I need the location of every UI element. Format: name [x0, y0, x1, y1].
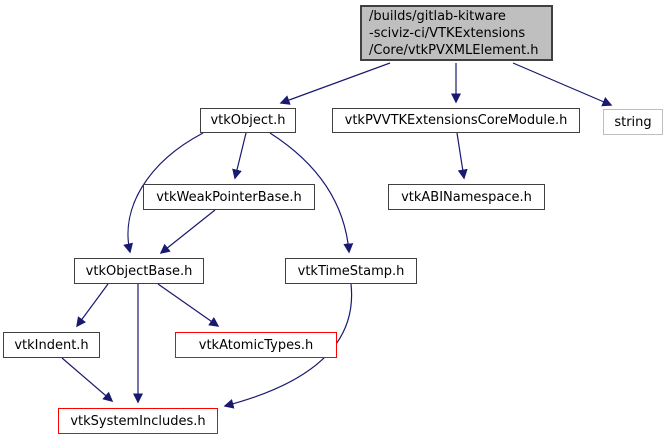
node-label: vtkTimeStamp.h: [297, 263, 405, 279]
node-vtktimestamp-h[interactable]: vtkTimeStamp.h: [285, 258, 417, 284]
edge-vtkweakpointerbase-vtkobjectbase: [159, 209, 216, 254]
edge-vtkobject-vtktimestamp: [269, 132, 354, 254]
edge-vtkindent-vtksystemincludes: [61, 357, 114, 402]
edge-vtkobjectbase-vtkatomictypes: [157, 283, 220, 327]
root-label-line1: /builds/gitlab-kitware: [369, 8, 506, 24]
edge-root-string: [512, 62, 613, 107]
node-root-vtkpvxmlelement-h: /builds/gitlab-kitware -sciviz-ci/VTKExt…: [360, 5, 553, 61]
edge-root-vtkobject: [279, 62, 391, 105]
node-label: vtkABINamespace.h: [401, 189, 532, 205]
node-vtkatomictypes-h[interactable]: vtkAtomicTypes.h: [175, 332, 337, 358]
edge-vtkpvvtkextensionscoremodule-vtkabinamespace: [456, 132, 468, 180]
node-vtkindent-h[interactable]: vtkIndent.h: [3, 332, 100, 358]
node-vtkobject-h[interactable]: vtkObject.h: [200, 108, 296, 133]
node-vtkobjectbase-h[interactable]: vtkObjectBase.h: [74, 258, 204, 284]
node-label: string: [614, 114, 652, 130]
node-vtksystemincludes-h[interactable]: vtkSystemIncludes.h: [58, 408, 218, 434]
node-label: vtkWeakPointerBase.h: [156, 189, 302, 205]
node-vtkweakpointerbase-h[interactable]: vtkWeakPointerBase.h: [143, 184, 315, 210]
node-vtkpvvtkextensionscoremodule-h[interactable]: vtkPVVTKExtensionsCoreModule.h: [332, 108, 580, 133]
root-label-line3: /Core/vtkPVXMLElement.h: [369, 42, 539, 58]
node-label: vtkObject.h: [210, 113, 286, 128]
node-label: vtkObjectBase.h: [85, 263, 193, 279]
edge-vtkobject-vtkweakpointerbase: [232, 132, 247, 180]
node-label: vtkSystemIncludes.h: [70, 413, 206, 429]
node-label: vtkIndent.h: [14, 337, 89, 353]
edge-vtkobject-vtkobjectbase: [123, 132, 204, 254]
root-label-line2: -sciviz-ci/VTKExtensions: [369, 25, 526, 41]
node-vtkabinamespace-h[interactable]: vtkABINamespace.h: [388, 184, 545, 210]
node-string: string: [603, 109, 663, 135]
node-label: vtkPVVTKExtensionsCoreModule.h: [344, 113, 568, 128]
node-label: vtkAtomicTypes.h: [198, 337, 314, 353]
edge-vtkobjectbase-vtkindent: [76, 283, 109, 328]
